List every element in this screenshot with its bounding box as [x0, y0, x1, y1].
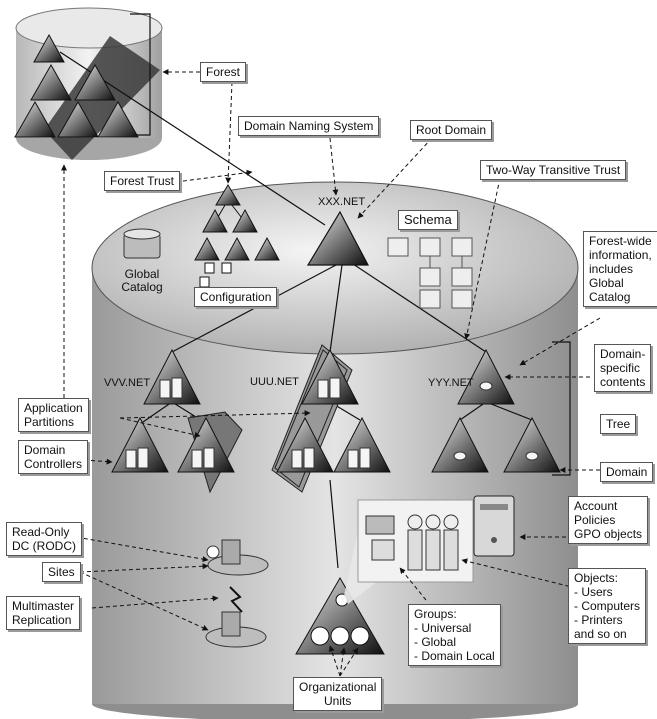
forest-trust-label: Forest Trust: [104, 171, 181, 191]
root-domain-label: Root Domain: [410, 120, 493, 140]
account-policies-label: Account Policies GPO objects: [568, 496, 649, 544]
rodc-label: Read-Only DC (RODC): [6, 522, 82, 556]
yyy-domain-name: YYY.NET: [428, 377, 474, 389]
configuration-label: Configuration: [194, 287, 278, 307]
objects-panel: [357, 499, 474, 583]
root-domain-name: XXX.NET: [318, 196, 366, 208]
gpo-server-icon: [473, 495, 515, 557]
sites-label: Sites: [42, 562, 81, 582]
forest-triangles: [14, 33, 139, 138]
uuu-domain-name: UUU.NET: [250, 376, 299, 388]
forest-label: Forest: [200, 62, 247, 82]
forest-bracket: [130, 13, 151, 136]
organizational-units-label: Organizational Units: [293, 677, 383, 711]
two-way-transitive-trust-label: Two-Way Transitive Trust: [480, 160, 627, 180]
global-catalog-icon: [123, 228, 161, 259]
forest-wide-info-label: Forest-wide information, includes Global…: [583, 231, 657, 307]
application-partitions-label: Application Partitions: [18, 398, 89, 432]
domain-naming-system-label: Domain Naming System: [238, 116, 380, 136]
vvv-domain-name: VVV.NET: [104, 377, 151, 389]
schema-icon: [387, 237, 473, 309]
root-domain-triangle: [306, 210, 369, 266]
pointer-arrows: [61, 69, 601, 677]
groups-label: Groups: - Universal - Global - Domain Lo…: [408, 604, 501, 666]
domain-controllers-label: Domain Controllers: [18, 440, 89, 474]
domain-triangles: [111, 348, 561, 473]
multimaster-replication-label: Multimaster Replication: [6, 596, 81, 630]
domain-label: Domain: [600, 462, 654, 482]
schema-label: Schema: [398, 210, 458, 230]
tree-bracket: [552, 341, 571, 476]
objects-label: Objects: - Users - Computers - Printers …: [568, 568, 647, 644]
global-catalog-label: Global Catalog: [121, 267, 163, 294]
tree-label: Tree: [600, 414, 637, 434]
ou-triangle: [295, 577, 385, 655]
configuration-tree: [194, 184, 280, 288]
domain-specific-contents-label: Domain- specific contents: [594, 344, 652, 392]
domain-controller-icons: [125, 377, 539, 469]
